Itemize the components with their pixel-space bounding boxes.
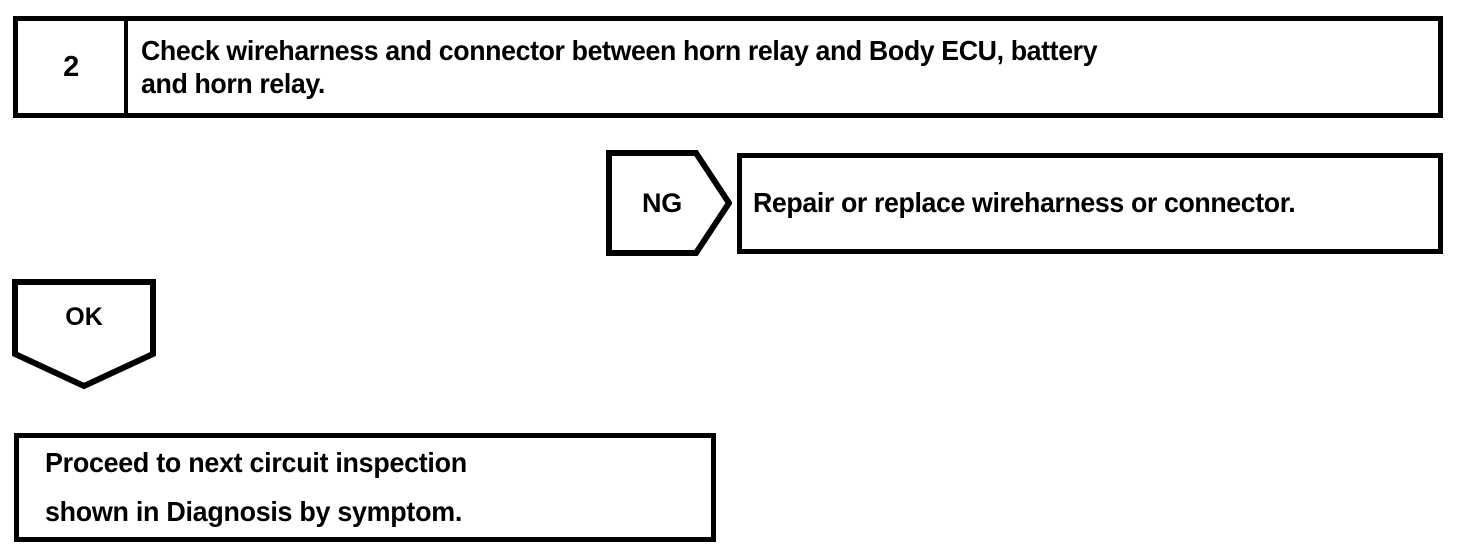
ok-result-box: Proceed to next circuit inspection shown… [14, 433, 716, 542]
ok-branch-arrow: OK [12, 278, 156, 390]
step-number-cell: 2 [18, 21, 128, 113]
ok-result-text: Proceed to next circuit inspection shown… [45, 447, 467, 527]
ng-branch-arrow: NG [606, 149, 732, 257]
ng-result-text: Repair or replace wireharness or connect… [753, 187, 1296, 219]
ng-result-box: Repair or replace wireharness or connect… [737, 153, 1443, 254]
step-box: 2 Check wireharness and connector betwee… [13, 16, 1443, 118]
step-instruction-text: Check wireharness and connector between … [141, 34, 1098, 99]
ng-branch-label: NG [641, 187, 683, 218]
ok-arrow-shape [12, 279, 156, 390]
ng-arrow-shape [606, 150, 732, 256]
step-instruction-cell: Check wireharness and connector between … [128, 21, 1438, 113]
step-number: 2 [63, 50, 79, 83]
ok-branch-label: OK [65, 302, 103, 331]
